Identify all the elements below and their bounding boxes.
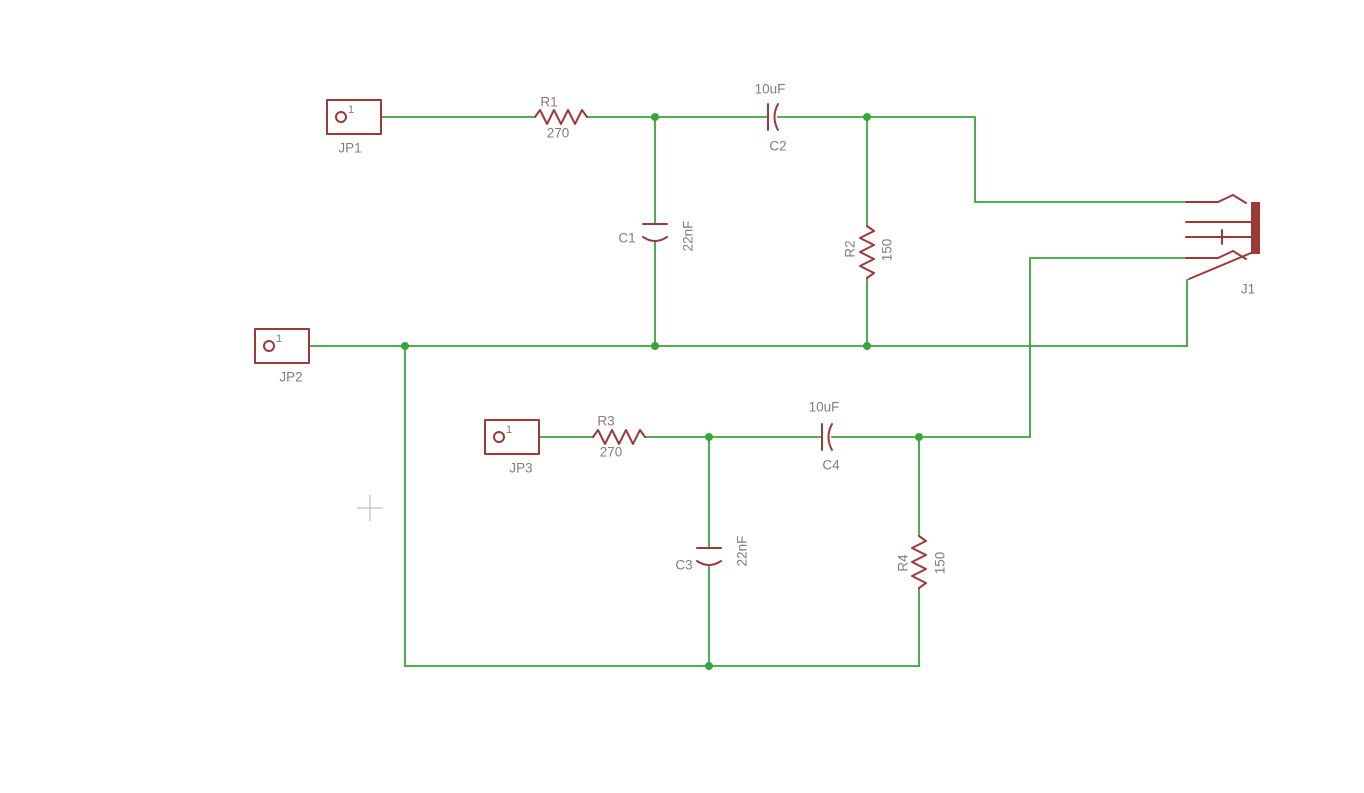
component-r4[interactable]: R4 150 <box>896 535 948 589</box>
wire-to-j1-tip[interactable] <box>866 116 1187 203</box>
component-value: 10uF <box>755 82 786 97</box>
resistor-zigzag[interactable] <box>911 535 927 589</box>
component-r2[interactable]: R2 150 <box>843 225 895 279</box>
junction-dot[interactable] <box>863 342 871 350</box>
component-value: 150 <box>880 239 895 262</box>
junction-dot[interactable] <box>401 342 409 350</box>
component-name: JP1 <box>338 141 361 156</box>
component-r3[interactable]: R3 270 <box>592 414 646 460</box>
pad-outline[interactable] <box>326 99 382 135</box>
pin-number: 1 <box>348 104 354 116</box>
component-value: 270 <box>600 445 623 460</box>
capacitor-plate-curved[interactable] <box>642 236 668 242</box>
component-c2[interactable]: 10uF C2 <box>755 82 787 154</box>
component-c3[interactable]: C3 22nF <box>675 536 749 573</box>
capacitor-plate-curved[interactable] <box>827 423 833 451</box>
pin-number: 1 <box>276 333 282 345</box>
component-name: JP2 <box>279 370 302 385</box>
component-value: 10uF <box>809 400 840 415</box>
component-c1[interactable]: C1 22nF <box>618 221 695 252</box>
component-c4[interactable]: 10uF C4 <box>809 400 841 473</box>
resistor-zigzag[interactable] <box>592 429 646 445</box>
resistor-zigzag[interactable] <box>859 225 875 279</box>
pin-number: 1 <box>506 424 512 436</box>
junction-dot[interactable] <box>651 113 659 121</box>
nets <box>308 116 1188 667</box>
component-name: R4 <box>896 554 911 572</box>
component-jp2[interactable]: 1 JP2 <box>254 328 310 385</box>
junction-dot[interactable] <box>651 342 659 350</box>
pad-hole[interactable] <box>493 431 505 443</box>
pad-hole[interactable] <box>263 340 275 352</box>
component-name: C4 <box>822 458 840 473</box>
component-j1[interactable]: J1 <box>1185 194 1260 297</box>
junctions <box>401 113 923 670</box>
component-name: J1 <box>1241 282 1255 297</box>
component-name: C2 <box>769 139 786 154</box>
component-name: R1 <box>540 95 557 110</box>
pad-outline[interactable] <box>484 419 540 455</box>
component-name: C1 <box>618 231 635 246</box>
component-name: R2 <box>843 240 858 257</box>
component-r1[interactable]: R1 270 <box>534 95 588 141</box>
component-name: C3 <box>675 558 692 573</box>
pad-outline[interactable] <box>254 328 310 364</box>
junction-dot[interactable] <box>863 113 871 121</box>
component-value: 150 <box>933 552 948 575</box>
jack-body-bar[interactable] <box>1251 202 1260 254</box>
junction-dot[interactable] <box>705 662 713 670</box>
component-jp3[interactable]: 1 JP3 <box>484 419 540 476</box>
jack-tip-spring[interactable] <box>1217 194 1247 204</box>
wire-to-j1-ring[interactable] <box>918 257 1187 438</box>
component-value: 270 <box>547 126 570 141</box>
junction-dot[interactable] <box>915 433 923 441</box>
capacitor-plate-curved[interactable] <box>773 103 779 131</box>
component-name: JP3 <box>509 461 532 476</box>
component-name: R3 <box>597 414 614 429</box>
capacitor-plate-curved[interactable] <box>696 560 722 566</box>
resistor-zigzag[interactable] <box>534 109 588 125</box>
crosshair-cursor <box>357 495 383 521</box>
jack-sleeve-contact[interactable] <box>1188 252 1252 280</box>
pad-hole[interactable] <box>335 111 347 123</box>
component-value: 22nF <box>681 221 696 252</box>
component-jp1[interactable]: 1 JP1 <box>326 99 382 156</box>
component-value: 22nF <box>735 536 750 567</box>
junction-dot[interactable] <box>705 433 713 441</box>
